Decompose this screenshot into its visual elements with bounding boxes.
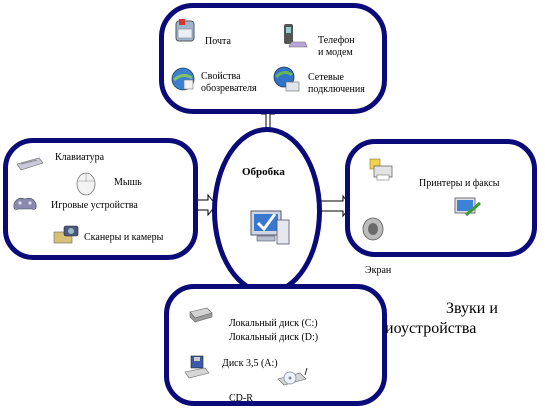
local-disk-icon[interactable] [187,305,215,325]
settings-group-box [159,3,387,114]
network-connections-label: Сетевые подключения [308,72,365,95]
screen-label: Экран [365,265,392,276]
browser-properties-label: Свойства обозревателя [201,71,257,94]
processing-title: Обробка [242,166,285,178]
printers-faxes-label: Принтеры и факсы [419,178,500,189]
disk-c-label: Локальный диск (C:) [229,318,318,329]
browser-properties-icon[interactable] [170,66,196,92]
network-connections-icon[interactable] [271,65,301,95]
printer-icon[interactable] [366,157,396,183]
input-devices-box [3,138,198,260]
gamepad-label: Игровые устройства [51,200,138,211]
mail-label: Почта [205,36,231,47]
scanners-cameras-icon[interactable] [52,222,82,246]
mail-icon[interactable] [173,17,199,45]
floppy-drive-icon[interactable] [183,354,211,384]
mouse-icon[interactable] [74,168,98,196]
floppy-label: Диск 3,5 (A:) [222,358,278,369]
speaker-icon[interactable] [360,216,386,242]
cd-drive-icon[interactable] [274,365,316,393]
computer-check-icon[interactable] [247,208,293,248]
mouse-label: Мышь [114,177,142,188]
scanners-cameras-label: Сканеры и камеры [84,232,164,243]
sounds-line1: Звуки и [446,300,498,317]
sounds-line2: иоустройства [385,320,477,337]
phone-modem-icon[interactable] [281,20,309,50]
gamepad-icon[interactable] [11,192,39,214]
keyboard-label: Клавиатура [55,152,105,163]
keyboard-icon[interactable] [15,155,45,173]
display-settings-icon[interactable] [452,195,484,221]
disk-d-label: Локальный диск (D:) [229,332,319,343]
cdr-label: CD-R [229,393,253,404]
phone-modem-label: Телефон и модем [318,35,355,58]
storage-devices-box [164,284,387,406]
